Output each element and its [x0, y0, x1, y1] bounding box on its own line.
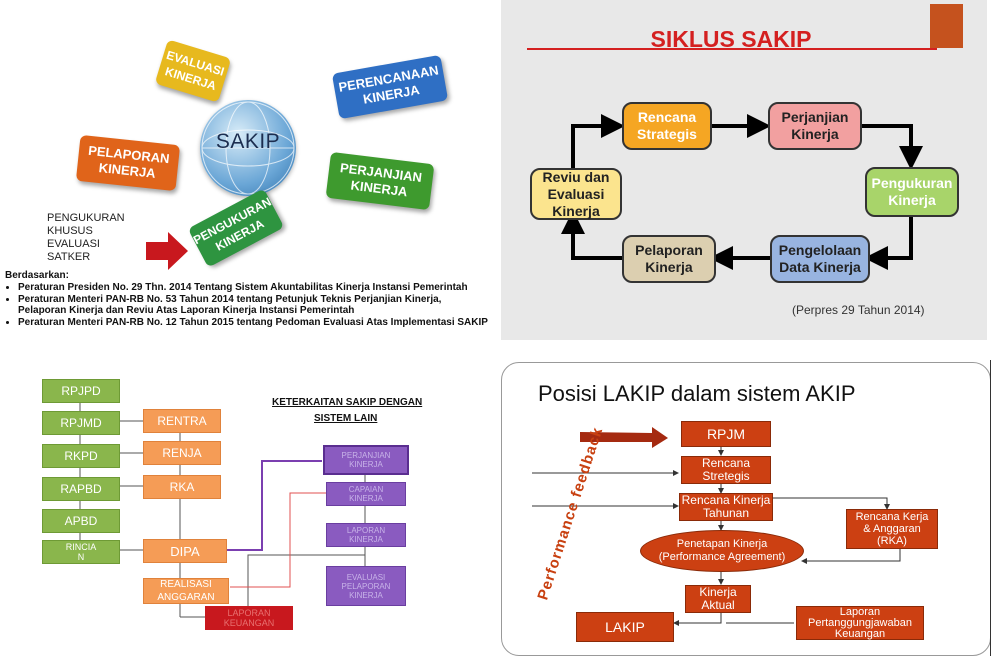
panel-siklus-sakip: SIKLUS SAKIP Rencana Strategis Perjanjia…: [501, 0, 987, 340]
red-arrow-icon: [146, 232, 188, 270]
pk-line: SATKER: [47, 251, 91, 263]
pk-line: PENGUKURAN: [47, 212, 125, 224]
green-box-rpjpd: RPJPD: [42, 379, 120, 403]
panel-sakip-overview: SAKIP EVALUASI KINERJA PERENCANAAN KINER…: [0, 0, 496, 340]
orange-box-rka: RKA: [143, 475, 221, 499]
orange-box-renja: RENJA: [143, 441, 221, 465]
regulations-block: Berdasarkan: Peraturan Presiden No. 29 T…: [5, 270, 491, 329]
box-pelaporan-kinerja: Pelaporan Kinerja: [622, 235, 716, 283]
purple-box-perjanjian: PERJANJIAN KINERJA: [323, 445, 409, 475]
purple-box-laporan: LAPORAN KINERJA: [326, 523, 406, 547]
tile-pengukuran-kinerja: PENGUKURAN KINERJA: [187, 188, 285, 268]
orange-box-rentra: RENTRA: [143, 409, 221, 433]
ellipse-penetapan-kinerja: Penetapan Kinerja (Performance Agreement…: [640, 530, 804, 572]
purple-box-evaluasi: EVALUASI PELAPORAN KINERJA: [326, 566, 406, 606]
green-box-rpjmd: RPJMD: [42, 411, 120, 435]
link-lines: [79, 402, 366, 618]
green-box-rapbd: RAPBD: [42, 477, 120, 501]
right-edge-line: [990, 360, 991, 656]
tile-evaluasi-kinerja: EVALUASI KINERJA: [154, 39, 232, 103]
pk-line: KHUSUS: [47, 225, 93, 237]
source-note: (Perpres 29 Tahun 2014): [792, 303, 925, 317]
box-kinerja-aktual: Kinerja Aktual: [685, 585, 751, 613]
cycle-arrows: [561, 114, 923, 270]
sakip-center-label: SAKIP: [215, 130, 281, 153]
berdasarkan-label: Berdasarkan:: [5, 270, 69, 281]
keterkaitan-title-2: SISTEM LAIN: [314, 413, 378, 424]
box-rencana-stretegis: Rencana Stretegis: [681, 456, 771, 484]
orange-box-realisasi: REALISASI ANGGARAN: [143, 578, 229, 604]
globe-icon: [200, 100, 296, 196]
box-rencana-strategis: Rencana Strategis: [622, 102, 712, 150]
title-underline: [527, 48, 937, 50]
box-pengukuran-kinerja: Pengukuran Kinerja: [865, 167, 959, 217]
keterkaitan-title-1: KETERKAITAN SAKIP DENGAN: [272, 397, 423, 408]
lakip-title: Posisi LAKIP dalam sistem AKIP: [538, 381, 856, 406]
green-box-apbd: APBD: [42, 509, 120, 533]
purple-box-capaian: CAPAIAN KINERJA: [326, 482, 406, 506]
red-box-laporan-keuangan: LAPORAN KEUANGAN: [205, 606, 293, 630]
box-perjanjian-kinerja: Perjanjian Kinerja: [768, 102, 862, 150]
regulation-item: Peraturan Presiden No. 29 Thn. 2014 Tent…: [18, 282, 491, 293]
tile-perjanjian-kinerja: PERJANJIAN KINERJA: [325, 151, 435, 211]
tile-perencanaan-kinerja: PERENCANAAN KINERJA: [331, 54, 449, 120]
green-box-rincian: RINCIA N: [42, 540, 120, 564]
pk-line: EVALUASI: [47, 238, 100, 250]
regulation-item: Peraturan Menteri PAN-RB No. 53 Tahun 20…: [18, 294, 491, 316]
box-rpjm: RPJM: [681, 421, 771, 447]
box-reviu-evaluasi: Reviu dan Evaluasi Kinerja: [530, 168, 622, 220]
tile-pelaporan-kinerja: PELAPORAN KINERJA: [75, 134, 181, 192]
box-rka: Rencana Kerja & Anggaran (RKA): [846, 509, 938, 549]
box-lakip: LAKIP: [576, 612, 674, 642]
siklus-title: SIKLUS SAKIP: [650, 26, 812, 52]
regulation-item: Peraturan Menteri PAN-RB No. 12 Tahun 20…: [18, 317, 491, 328]
pengukuran-khusus-text: PENGUKURAN KHUSUS EVALUASI SATKER: [47, 212, 125, 264]
box-rencana-kinerja-tahunan: Rencana Kinerja Tahunan: [679, 493, 773, 521]
box-pengelolaan-data: Pengelolaan Data Kinerja: [770, 235, 870, 283]
orange-box-dipa: DIPA: [143, 539, 227, 563]
corner-tab: [930, 4, 963, 48]
green-box-rkpd: RKPD: [42, 444, 120, 468]
panel-keterkaitan: KETERKAITAN SAKIP DENGAN SISTEM LAIN: [0, 345, 496, 661]
panel-posisi-lakip: Posisi LAKIP dalam sistem AKIP Performan…: [501, 362, 991, 656]
box-laporan-pertanggungjawaban: Laporan Pertanggungjawaban Keuangan: [796, 606, 924, 640]
